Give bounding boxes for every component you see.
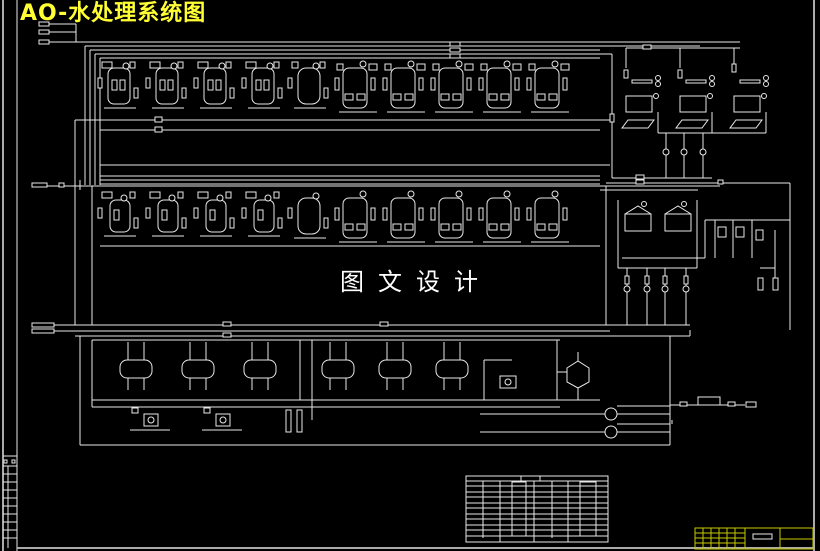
chemical-tanks [600, 179, 791, 330]
degasser-tank [556, 340, 590, 400]
regeneration-tanks [600, 44, 769, 180]
watermark-text: 图文设计 [340, 268, 492, 296]
revision-strip [3, 455, 17, 548]
upper-header-pipes [74, 45, 700, 325]
heat-exchangers [480, 336, 757, 445]
title-block [694, 527, 814, 550]
inlet-pipes [38, 21, 740, 45]
middle-filter-row [91, 186, 600, 325]
drawing-title: AO-水处理系统图 [20, 1, 207, 26]
pumps [130, 359, 517, 431]
upper-filter-row [97, 41, 570, 113]
main-header-pipes [31, 321, 691, 446]
equipment-legend-table [465, 475, 609, 543]
middle-inlet-pipe [31, 175, 720, 190]
horizontal-storage-tanks [91, 340, 600, 433]
